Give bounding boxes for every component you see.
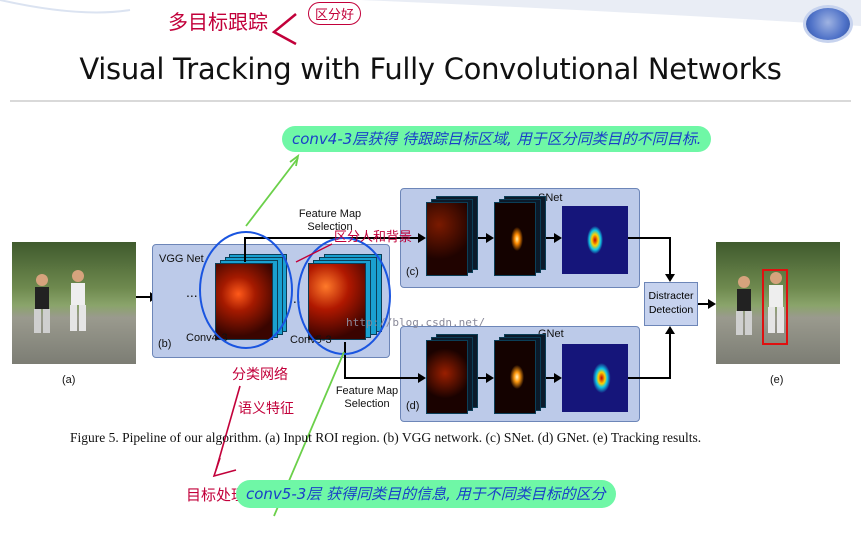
runners-illustration: [34, 270, 86, 333]
ellipsis-1: ...: [186, 284, 198, 300]
green-note-bottom: conv5-3层 获得同类目的信息, 用于不同类目标的区分: [236, 480, 616, 508]
label-a: (a): [62, 374, 76, 386]
distracter-detection-box: Distracter Detection: [644, 282, 698, 326]
feature-map-selection-top: Feature Map Selection: [298, 208, 362, 233]
label-d: (d): [406, 400, 420, 412]
snet-stack-2: [494, 196, 546, 276]
watermark: http://blog.csdn.net/: [346, 316, 486, 329]
green-note-top: conv4-3层获得 待跟踪目标区域, 用于区分同类目的不同目标.: [282, 126, 712, 152]
annotation-bubble: 区分好: [308, 2, 362, 25]
annotation-multi-target: 多目标跟踪: [168, 10, 268, 34]
snet-heatmap: [562, 206, 628, 274]
annotation-semantic-feature: 语义特征: [238, 401, 294, 417]
annotation-classification-net: 分类网络: [232, 367, 288, 383]
vgg-net-label: VGG Net: [159, 253, 204, 265]
tracking-result-image: [716, 242, 840, 364]
university-logo: [806, 8, 850, 40]
label-c: (c): [406, 266, 419, 278]
slide-title: Visual Tracking with Fully Convolutional…: [79, 52, 782, 86]
title-divider: [10, 100, 851, 102]
conv4-feature-stack: [215, 254, 287, 340]
input-roi-image: [12, 242, 136, 364]
gnet-stack-1: [426, 334, 478, 414]
annotation-target-processing: 目标处理: [186, 486, 247, 504]
header-swoosh: [0, 0, 861, 26]
annotation-person-background: 区分人和背景: [334, 230, 413, 245]
snet-stack-1: [426, 196, 478, 276]
figure-caption: Figure 5. Pipeline of our algorithm. (a)…: [70, 430, 702, 445]
conv5-feature-stack: [308, 254, 382, 340]
less-than-mark-icon: [271, 13, 297, 46]
label-e: (e): [770, 374, 784, 386]
gnet-stack-2: [494, 334, 546, 414]
runners-with-box-illustration: [736, 269, 788, 345]
label-b: (b): [158, 338, 172, 350]
conv5-label: Conv5-3: [290, 334, 332, 346]
ellipsis-2: ...: [289, 290, 301, 306]
gnet-heatmap: [562, 344, 628, 412]
feature-map-selection-bottom: Feature Map Selection: [335, 385, 399, 410]
